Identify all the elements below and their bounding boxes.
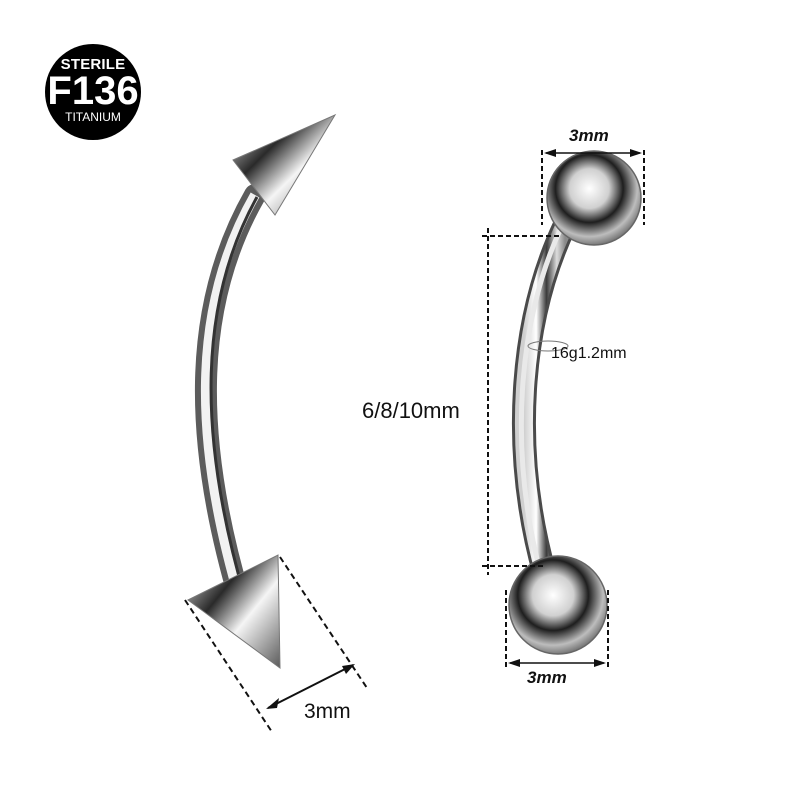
top-ball [546,150,642,246]
ball-barbell [482,149,645,668]
spike-dimension-label: 3mm [304,700,351,723]
badge-code: F136 [47,69,139,113]
top-ball-dimension-label: 3mm [569,126,609,145]
gauge-label: 16g1.2mm [551,345,627,362]
badge-top-text: STERILE [60,56,126,73]
bottom-ball-dimension-label: 3mm [527,668,567,687]
sterile-f136-titanium-badge: STERILE F136 TITANIUM [45,44,141,140]
top-spike [232,113,337,216]
bottom-spike [187,554,281,670]
badge-bottom-text: TITANIUM [65,110,121,124]
length-label: 6/8/10mm [362,398,460,423]
spike-barbell [184,113,368,733]
bottom-ball [508,555,608,655]
